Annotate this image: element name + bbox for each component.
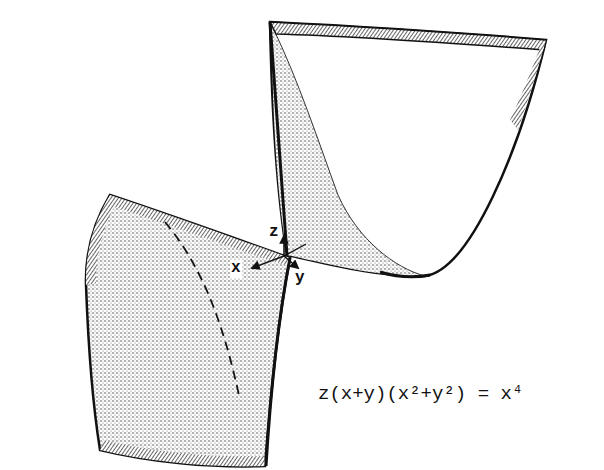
axis-label: y bbox=[294, 270, 306, 288]
axis-label: z bbox=[268, 224, 280, 242]
lower-lobe bbox=[86, 195, 290, 466]
surface-equation: z(x+y)(x²+y²) = x⁴ bbox=[318, 384, 523, 405]
axis-label: x bbox=[230, 260, 242, 278]
upper-lobe bbox=[270, 22, 546, 277]
